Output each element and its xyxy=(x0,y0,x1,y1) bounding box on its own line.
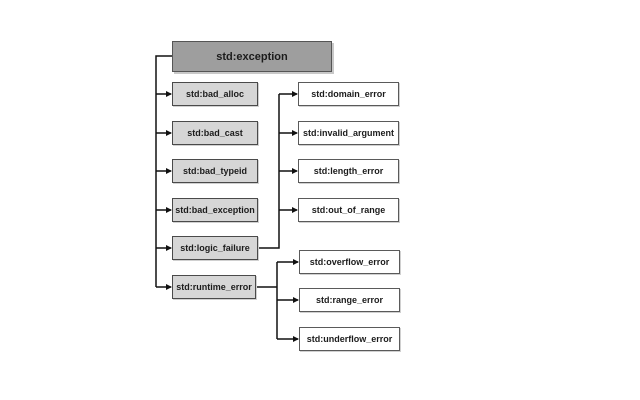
node-std-bad-alloc: std:bad_alloc xyxy=(172,82,258,106)
node-std-bad-typeid: std:bad_typeid xyxy=(172,159,258,183)
node-std-bad-cast: std:bad_cast xyxy=(172,121,258,145)
node-std-invalid-argument: std:invalid_argument xyxy=(298,121,399,145)
connector-logic-failure-trunk xyxy=(259,94,280,249)
node-std-domain-error: std:domain_error xyxy=(298,82,399,106)
node-label: std:underflow_error xyxy=(306,334,393,344)
node-label: std:bad_cast xyxy=(187,128,243,138)
node-label: std:bad_typeid xyxy=(182,166,247,176)
node-label: std:bad_exception xyxy=(175,205,255,215)
node-std-range-error: std:range_error xyxy=(299,288,400,312)
node-std-overflow-error: std:overflow_error xyxy=(299,250,400,274)
node-std-bad-exception: std:bad_exception xyxy=(172,198,258,222)
node-std-logic-failure: std:logic_failure xyxy=(172,236,258,260)
node-label: std:overflow_error xyxy=(309,257,390,267)
node-label: std:bad_alloc xyxy=(185,89,244,99)
node-label: std:out_of_range xyxy=(311,205,386,215)
node-label: std:range_error xyxy=(315,295,384,305)
node-label: std:runtime_error xyxy=(176,282,252,292)
connector-runtime-error-trunk xyxy=(257,262,278,339)
node-label: std:exception xyxy=(216,50,288,63)
node-std-length-error: std:length_error xyxy=(298,159,399,183)
node-label: std:logic_failure xyxy=(180,243,250,253)
node-std-exception: std:exception xyxy=(172,41,332,72)
node-std-underflow-error: std:underflow_error xyxy=(299,327,400,351)
node-label: std:length_error xyxy=(313,166,384,176)
node-label: std:invalid_argument xyxy=(302,128,394,138)
node-std-runtime-error: std:runtime_error xyxy=(172,275,256,299)
node-label: std:domain_error xyxy=(311,89,386,99)
node-std-out-of-range: std:out_of_range xyxy=(298,198,399,222)
